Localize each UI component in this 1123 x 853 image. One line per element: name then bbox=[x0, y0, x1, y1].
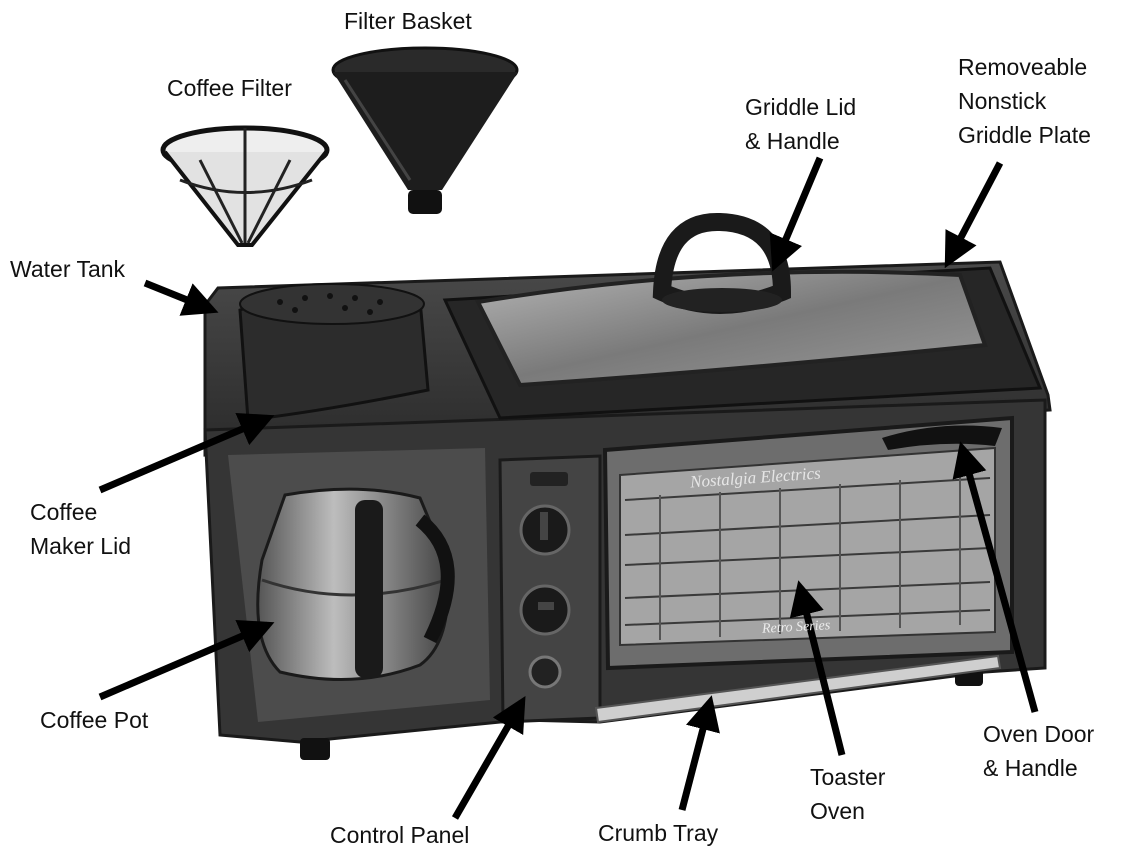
filter-basket bbox=[331, 46, 519, 214]
control-panel bbox=[498, 454, 602, 724]
label-toaster-oven-line2: Oven bbox=[810, 798, 865, 824]
label-coffee-pot-text: Coffee Pot bbox=[40, 707, 149, 733]
label-oven-door-line1: Oven Door bbox=[983, 721, 1095, 747]
label-filter-basket: Filter Basket bbox=[344, 4, 472, 38]
coffee-pot bbox=[256, 487, 455, 681]
label-coffee-maker-lid: Coffee Maker Lid bbox=[30, 495, 131, 563]
label-crumb-tray: Crumb Tray bbox=[598, 816, 718, 850]
arrow-water-tank bbox=[143, 279, 219, 316]
arrow-coffee-maker-lid bbox=[98, 412, 275, 494]
label-toaster-oven-line1: Toaster bbox=[810, 764, 886, 790]
series-script-text: Retro Series bbox=[761, 618, 831, 637]
arrow-crumb-tray bbox=[678, 695, 720, 811]
label-coffee-filter: Coffee Filter bbox=[167, 71, 292, 105]
pointer-arrows bbox=[98, 156, 1039, 820]
coffee-filter bbox=[160, 125, 330, 247]
label-filter-basket-text: Filter Basket bbox=[344, 8, 472, 34]
arrow-control-panel bbox=[451, 695, 526, 820]
label-toaster-oven: Toaster Oven bbox=[810, 760, 885, 828]
label-coffee-filter-text: Coffee Filter bbox=[167, 75, 292, 101]
arrow-griddle-lid bbox=[769, 156, 824, 272]
label-water-tank: Water Tank bbox=[10, 252, 125, 286]
label-griddle-lid: Griddle Lid & Handle bbox=[745, 90, 856, 158]
label-coffee-maker-lid-line2: Maker Lid bbox=[30, 533, 131, 559]
arrow-oven-door bbox=[952, 441, 1039, 713]
label-griddle-lid-line1: Griddle Lid bbox=[745, 94, 857, 120]
label-griddle-plate-line3: Griddle Plate bbox=[958, 122, 1091, 148]
label-coffee-pot: Coffee Pot bbox=[40, 703, 148, 737]
label-oven-door: Oven Door & Handle bbox=[983, 717, 1094, 785]
arrow-coffee-pot bbox=[98, 619, 275, 701]
label-oven-door-line2: & Handle bbox=[983, 755, 1078, 781]
label-griddle-lid-line2: & Handle bbox=[745, 128, 840, 154]
label-coffee-maker-lid-line1: Coffee bbox=[30, 499, 98, 525]
label-griddle-plate-line1: Removeable bbox=[958, 54, 1088, 80]
water-tank bbox=[238, 283, 430, 422]
toaster-oven bbox=[602, 415, 1014, 671]
label-control-panel: Control Panel bbox=[330, 818, 469, 852]
arrow-griddle-plate bbox=[944, 161, 1004, 269]
label-griddle-plate: Removeable Nonstick Griddle Plate bbox=[958, 50, 1091, 152]
label-griddle-plate-line2: Nonstick bbox=[958, 88, 1047, 114]
label-crumb-tray-text: Crumb Tray bbox=[598, 820, 719, 846]
label-water-tank-text: Water Tank bbox=[10, 256, 126, 282]
label-control-panel-text: Control Panel bbox=[330, 822, 470, 848]
griddle-lid bbox=[474, 212, 988, 388]
arrow-toaster-oven bbox=[789, 580, 846, 756]
